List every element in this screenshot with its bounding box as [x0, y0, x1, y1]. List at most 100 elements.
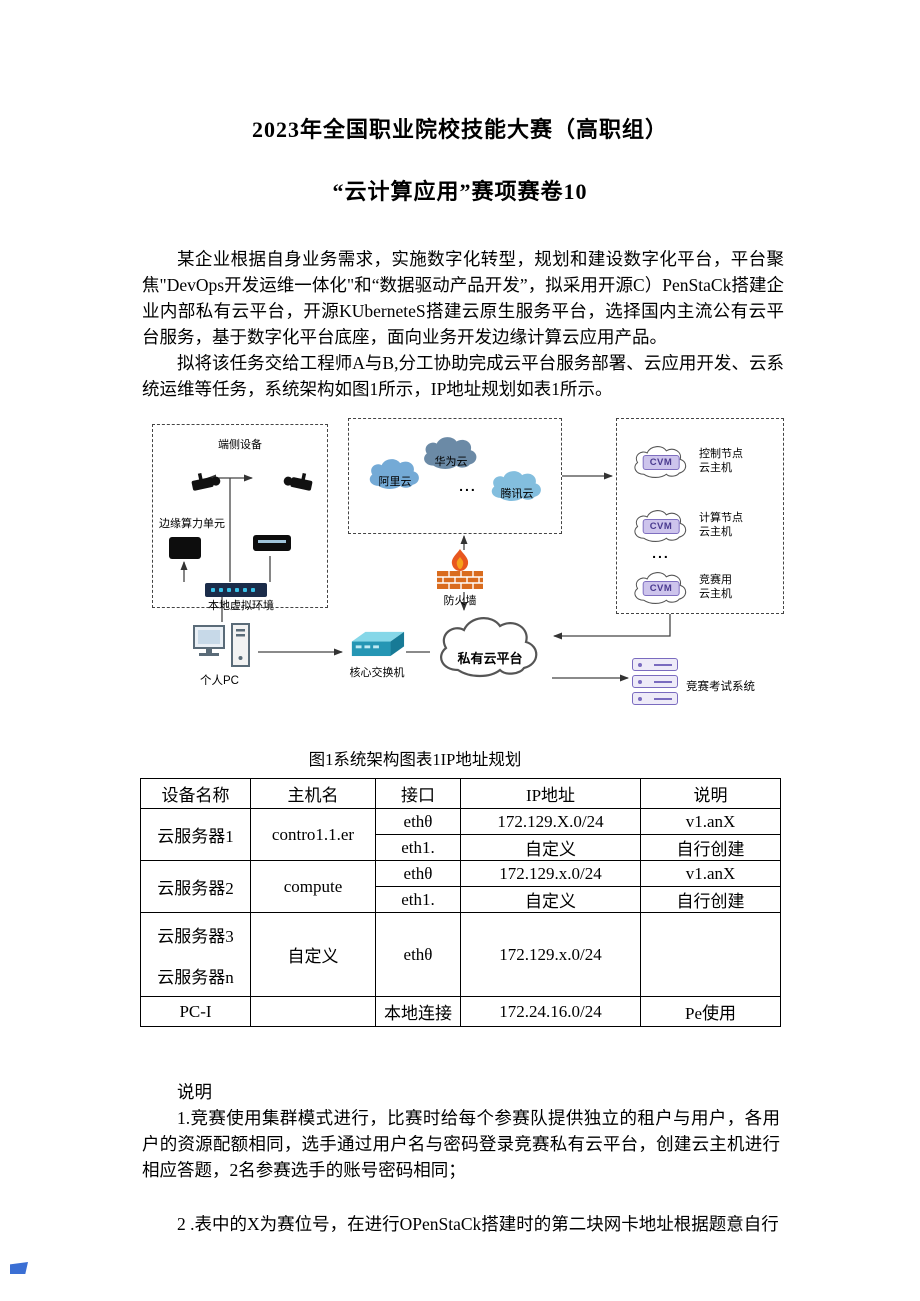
cell-interface: ethθ: [375, 860, 461, 887]
cloud-nodes-box: CVM 控制节点 云主机 CVM 计算节点 云主机 ...: [616, 418, 784, 614]
cvm-chip: CVM: [642, 455, 680, 470]
cell-ip: 自定义: [460, 886, 641, 913]
local-switch-icon: [205, 583, 267, 597]
pc-icon: [192, 622, 256, 670]
clouds-ellipsis: ...: [459, 478, 477, 494]
private-cloud-icon: 私有云平台: [430, 612, 550, 692]
col-header-device: 设备名称: [140, 778, 251, 809]
figure-caption: 图1系统架构图表1IP地址规划: [308, 750, 522, 769]
cell-note: 自行创建: [640, 886, 781, 913]
tencent-cloud-icon: 腾讯云: [486, 466, 548, 506]
node-label-line2: 云主机: [699, 526, 732, 538]
cell-note: [640, 912, 781, 997]
aliyun-cloud-label: 阿里云: [378, 476, 412, 488]
architecture-diagram: 端侧设备 边缘算力单元 本地虚拟环境: [130, 416, 790, 734]
edge-compute-label: 边缘算力单元: [159, 518, 225, 530]
cvm-cloud-icon: CVM: [629, 567, 693, 609]
table-row: 云服务器3 云服务器n 自定义 ethθ 172.129.x.0/24: [140, 912, 781, 997]
paragraph-1: 某企业根据自身业务需求，实施数字化转型，规划和建设数字化平台，平台聚焦"DevO…: [142, 249, 784, 347]
cell-interface: 本地连接: [375, 996, 461, 1027]
cell-interface: ethθ: [375, 808, 461, 835]
intro-text: 某企业根据自身业务需求，实施数字化转型，规划和建设数字化平台，平台聚焦"DevO…: [142, 246, 784, 402]
col-header-ip: IP地址: [460, 778, 641, 809]
col-header-note: 说明: [640, 778, 781, 809]
node-label-line2: 云主机: [699, 588, 732, 600]
compute-node: CVM 计算节点 云主机: [617, 419, 783, 613]
public-cloud-box: [348, 418, 562, 534]
cell-ip: 172.129.X.0/24: [460, 808, 641, 835]
cell-ip: 172.129.x.0/24: [460, 860, 641, 887]
cell-host: contro1.1.er: [250, 808, 376, 861]
col-header-host: 主机名: [250, 778, 376, 809]
firewall-label: 防火墙: [443, 595, 477, 607]
node-label-line1: 计算节点: [699, 512, 743, 524]
table-row: 云服务器1 contro1.1.er ethθ 172.129.X.0/24 v…: [140, 808, 781, 861]
table-header-row: 设备名称 主机名 接口 IP地址 说明: [140, 778, 781, 809]
table-row: PC-I 本地连接 172.24.16.0/24 Pe使用: [140, 996, 781, 1027]
cell-host: 自定义: [250, 912, 376, 997]
exam-system-label: 竞赛考试系统: [686, 681, 755, 693]
huawei-cloud-icon: 华为云: [418, 432, 484, 474]
notes-item-1: 1.竞赛使用集群模式进行，比赛时给每个参赛队提供独立的租户与用户，各用户的资源配…: [142, 1108, 780, 1180]
cvm-chip: CVM: [642, 581, 680, 596]
connector-lines: [180, 472, 671, 682]
node-label: 计算节点 云主机: [699, 511, 743, 539]
cell-device: 云服务器1: [140, 808, 251, 861]
contest-node: CVM 竞赛用 云主机: [617, 419, 783, 613]
edge-device-icon: [253, 535, 291, 551]
cell-host: compute: [250, 860, 376, 913]
edge-device-icon: [169, 537, 201, 559]
cell-note: v1.anX: [640, 860, 781, 887]
col-header-interface: 接口: [375, 778, 461, 809]
private-cloud-label: 私有云平台: [457, 651, 523, 666]
cell-interface: eth1.: [375, 834, 461, 861]
cvm-cloud-icon: CVM: [629, 441, 693, 483]
cell-host: [250, 996, 376, 1027]
cell-ip: 172.24.16.0/24: [460, 996, 641, 1027]
node-label-line1: 控制节点: [699, 448, 743, 460]
camera-icon: [279, 469, 315, 497]
cell-interface: eth1.: [375, 886, 461, 913]
table-row: 云服务器2 compute ethθ 172.129.x.0/24 v1.anX: [140, 860, 781, 913]
paragraph-2: 拟将该任务交给工程师A与B,分工协助完成云平台服务部署、云应用开发、云系统运维等…: [142, 353, 784, 399]
edge-devices-box: 端侧设备 边缘算力单元 本地虚拟环境: [152, 424, 328, 612]
cell-interface: ethθ: [375, 912, 461, 997]
local-env-label: 本地虚拟环境: [208, 600, 274, 612]
cell-device: 云服务器2: [140, 860, 251, 913]
nodes-ellipsis: ...: [652, 545, 670, 561]
cell-note: v1.anX: [640, 808, 781, 835]
exam-system-icon: [632, 658, 682, 714]
cell-device: PC-I: [140, 996, 251, 1027]
controller-node: CVM 控制节点 云主机: [617, 419, 783, 613]
ip-plan-table: 设备名称 主机名 接口 IP地址 说明 云服务器1 contro1.1.er e…: [140, 778, 781, 1027]
cvm-cloud-icon: CVM: [629, 505, 693, 547]
node-label: 竞赛用 云主机: [699, 573, 732, 601]
notes-section: 说明 1.竞赛使用集群模式进行，比赛时给每个参赛队提供独立的租户与用户，各用户的…: [142, 1079, 780, 1237]
cvm-chip: CVM: [642, 519, 680, 534]
node-label-line1: 竞赛用: [699, 574, 732, 586]
cell-device: 云服务器3 云服务器n: [140, 912, 251, 997]
core-switch-icon: [348, 628, 406, 662]
cell-ip: 172.129.x.0/24: [460, 912, 641, 997]
cell-note: 自行创建: [640, 834, 781, 861]
cell-ip: 自定义: [460, 834, 641, 861]
notes-heading: 说明: [177, 1082, 212, 1102]
corner-mark: [10, 1262, 28, 1274]
aliyun-cloud-icon: 阿里云: [364, 454, 426, 494]
firewall-icon: [436, 548, 484, 590]
pc-label: 个人PC: [200, 675, 239, 687]
cell-device-top: 云服务器3: [157, 926, 234, 946]
huawei-cloud-label: 华为云: [434, 456, 468, 468]
cell-device-bottom: 云服务器n: [157, 967, 234, 987]
cell-note: Pe使用: [640, 996, 781, 1027]
table-row: eth1. 自定义 自行创建: [141, 834, 781, 861]
doc-title-line2: “云计算应用”赛项赛卷10: [332, 179, 588, 204]
edge-devices-label: 端侧设备: [218, 439, 262, 451]
node-label: 控制节点 云主机: [699, 447, 743, 475]
tencent-cloud-label: 腾讯云: [500, 488, 534, 500]
doc-title-line1: 2023年全国职业院校技能大赛（高职组）: [251, 117, 668, 142]
notes-item-2: 2 .表中的X为赛位号，在进行OPenStaCk搭建时的第二块网卡地址根据题意自…: [177, 1214, 779, 1234]
core-switch-label: 核心交换机: [349, 667, 405, 679]
node-label-line2: 云主机: [699, 462, 732, 474]
